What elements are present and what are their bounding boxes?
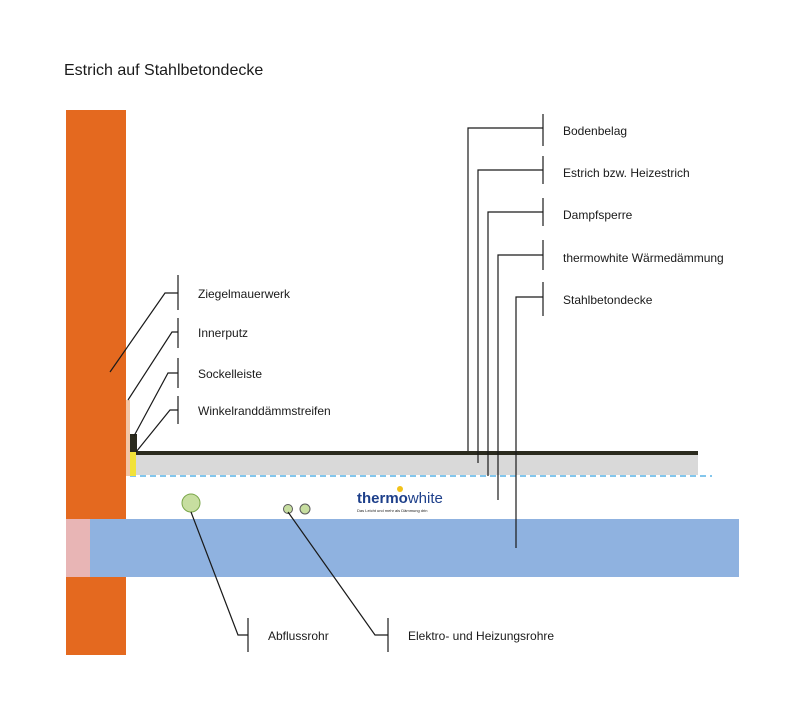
label-winkelranddaemmstreifen: Winkelranddämmstreifen [198, 404, 331, 418]
wall-slab-joint [66, 519, 90, 577]
thermowhite-logo: thermowhite Das Leicht und mehr als Dämm… [357, 486, 443, 513]
svg-text:thermowhite: thermowhite [357, 490, 443, 507]
skirting-board [130, 434, 137, 452]
label-thermowhite: thermowhite Wärmedämmung [563, 251, 724, 265]
label-stahlbetondecke: Stahlbetondecke [563, 293, 653, 307]
label-abflussrohr: Abflussrohr [268, 629, 329, 643]
bottom-leaders [190, 511, 389, 652]
label-dampfsperre: Dampfsperre [563, 208, 633, 222]
label-elektro-heizungsrohre: Elektro- und Heizungsrohre [408, 629, 554, 643]
concrete-slab [90, 519, 739, 577]
left-leaders [109, 275, 179, 453]
label-bodenbelag: Bodenbelag [563, 124, 627, 138]
inner-plaster [126, 400, 130, 476]
label-innerputz: Innerputz [198, 326, 248, 340]
label-ziegelmauerwerk: Ziegelmauerwerk [198, 287, 291, 301]
right-leaders [467, 114, 544, 548]
drain-pipe [181, 493, 201, 513]
insulation-layer [130, 476, 710, 519]
screed-layer [136, 455, 698, 475]
floor-covering [136, 451, 698, 455]
edge-insulation-strip [130, 451, 136, 476]
label-estrich: Estrich bzw. Heizestrich [563, 166, 690, 180]
sun-icon [397, 486, 403, 492]
diagram-title: Estrich auf Stahlbetondecke [64, 62, 263, 79]
service-pipe-1 [283, 504, 293, 514]
svg-text:Das Leicht und mehr als Dämmun: Das Leicht und mehr als Dämmung drin [357, 508, 427, 513]
label-sockelleiste: Sockelleiste [198, 367, 262, 381]
service-pipe-2 [299, 503, 311, 515]
